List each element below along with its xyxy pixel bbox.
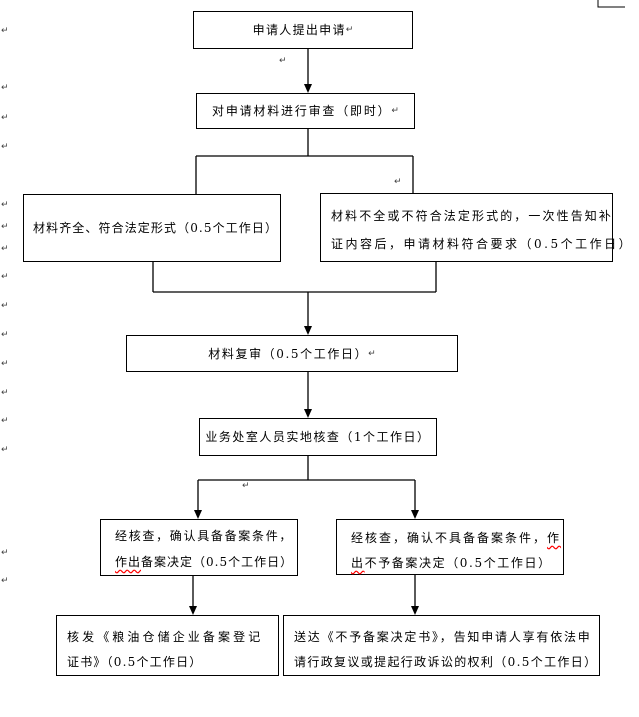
step-label-line: 证书》（0.5个工作日） (67, 655, 203, 669)
paragraph-mark: ↵ (1, 244, 9, 254)
arrowhead (194, 510, 202, 519)
paragraph-mark: ↵ (1, 301, 9, 311)
arrowhead (304, 409, 312, 418)
paragraph-mark: ↵ (345, 25, 354, 35)
arrowhead (189, 606, 197, 615)
step-label: 材料复审（0.5个工作日） (208, 346, 369, 361)
step-review-materials: 对申请材料进行审查（即时） ↵ (196, 93, 415, 129)
paragraph-mark: ↵ (1, 26, 9, 36)
step-label-text: 备案决定（0.5个工作日） (141, 555, 294, 569)
paragraph-mark: ↵ (1, 576, 9, 586)
step-material-recheck: 材料复审（0.5个工作日） ↵ (126, 335, 458, 372)
paragraph-mark: ↵ (391, 106, 399, 116)
step-submit-application: 申请人提出申请 ↵ (193, 11, 413, 49)
arrowhead (304, 84, 312, 93)
step-label-line: 经核查，确认不具备备案条件，作 (351, 530, 561, 546)
paragraph-mark: ↵ (1, 548, 9, 558)
paragraph-mark: ↵ (1, 142, 9, 152)
step-site-inspection: 业务处室人员实地核查（1个工作日） (199, 418, 437, 456)
step-label-text: 经核查，确认不具备备案条件， (351, 531, 548, 545)
paragraph-mark: ↵ (368, 348, 376, 359)
paragraph-mark: ↵ (1, 445, 9, 455)
paragraph-mark: ↵ (1, 222, 9, 232)
step-label-line: 送达《不予备案决定书》，告知申请人享有依法申 (294, 630, 592, 644)
paragraph-mark: ↵ (1, 272, 9, 282)
spellcheck-flagged-text: 出 (351, 556, 365, 570)
paragraph-mark: ↵ (394, 177, 402, 187)
paragraph-mark: ↵ (1, 388, 9, 398)
spellcheck-flagged-text: 作 (547, 531, 562, 545)
paragraph-mark: ↵ (1, 330, 9, 340)
page-corner-mark (597, 0, 625, 8)
branch-approve-filing: 经核查，确认具备备案条件， 作出备案决定（0.5个工作日） (100, 519, 298, 576)
paragraph-mark: ↵ (1, 200, 9, 210)
step-label-line: 证内容后，申请材料符合要求（0.5个工作日） (331, 237, 634, 251)
branch-materials-incomplete: 材料不全或不符合法定形式的，一次性告知补 证内容后，申请材料符合要求（0.5个工… (320, 193, 631, 262)
paragraph-mark: ↵ (242, 481, 250, 491)
paragraph-mark: ↵ (1, 113, 9, 123)
step-label-line: 材料不全或不符合法定形式的，一次性告知补 (331, 209, 614, 223)
arrowhead (411, 606, 419, 615)
step-label: 申请人提出申请 (252, 23, 346, 37)
paragraph-mark: ↵ (1, 416, 9, 426)
paragraph-mark: ↵ (1, 359, 9, 369)
final-issue-certificate: 核发《粮油仓储企业备案登记 证书》（0.5个工作日） (56, 615, 279, 676)
arrowhead (411, 510, 419, 519)
step-label-line: 经核查，确认具备备案条件， (115, 529, 294, 543)
step-label-line: 作出备案决定（0.5个工作日） (115, 554, 293, 570)
step-label: 材料齐全、符合法定形式（0.5个工作日） (33, 221, 279, 235)
step-label: 业务处室人员实地核查（1个工作日） (205, 430, 431, 444)
branch-reject-filing: 经核查，确认不具备备案条件，作 出不予备案决定（0.5个工作日） (336, 519, 564, 575)
final-deliver-rejection-notice: 送达《不予备案决定书》，告知申请人享有依法申 请行政复议或提起行政诉讼的权利（0… (283, 615, 600, 676)
branch-materials-complete: 材料齐全、符合法定形式（0.5个工作日） (23, 194, 281, 262)
paragraph-mark: ↵ (279, 56, 287, 66)
step-label: 对申请材料进行审查（即时） (212, 104, 392, 118)
spellcheck-flagged-text: 作出 (115, 555, 142, 569)
step-label-line: 出不予备案决定（0.5个工作日） (351, 555, 552, 571)
step-label-text: 不予备案决定（0.5个工作日） (364, 556, 552, 570)
arrowhead (304, 326, 312, 335)
step-label-line: 核发《粮油仓储企业备案登记 (67, 630, 264, 644)
step-label-line: 请行政复议或提起行政诉讼的权利（0.5个工作日） (294, 655, 598, 669)
paragraph-mark: ↵ (1, 83, 9, 93)
